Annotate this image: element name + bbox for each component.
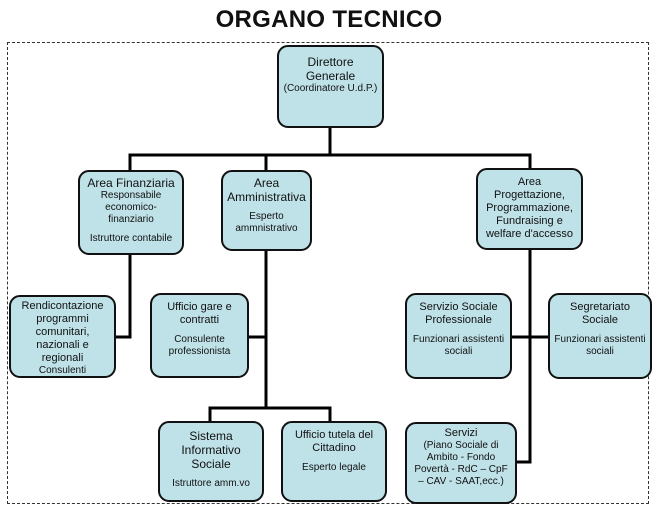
node-title: Ufficio gare e contratti — [167, 301, 232, 326]
node-ufficio-tutela: Ufficio tutela del Cittadino Esperto leg… — [281, 421, 387, 502]
node-title: Direttore Generale — [305, 55, 356, 83]
node-subtitle: Consulenti — [38, 365, 87, 376]
node-subtitle: Consulente professionista — [168, 334, 231, 357]
node-subtitle: Funzionari assistenti sociali — [554, 334, 646, 357]
node-direttore-generale: Direttore Generale (Coordinatore U.d.P.) — [277, 45, 384, 128]
node-servizio-sociale-professionale: Servizio Sociale Professionale Funzionar… — [405, 293, 512, 379]
node-title: Servizio Sociale Professionale — [419, 301, 498, 326]
node-title: Area Finanziaria — [87, 176, 175, 190]
page-title: ORGANO TECNICO — [215, 6, 443, 33]
node-subtitle: Istruttore contabile — [89, 233, 173, 244]
node-subtitle: Istruttore amm.vo — [172, 478, 250, 489]
node-area-amministrativa: Area Amministrativa Esperto ammnistrativ… — [221, 170, 312, 251]
node-title: Area Amministrativa — [227, 176, 306, 204]
node-subtitle: Responsabile economico-finanziario — [100, 190, 162, 225]
node-subtitle: Esperto ammnistrativo — [235, 211, 298, 234]
node-subtitle: (Piano Sociale di Ambito - Fondo Povertà… — [414, 440, 508, 487]
node-sistema-informativo: Sistema Informativo Sociale Istruttore a… — [158, 421, 264, 502]
node-title: Segretariato Sociale — [570, 301, 630, 326]
node-subtitle: (Coordinatore U.d.P.) — [283, 83, 378, 94]
node-servizi: Servizi (Piano Sociale di Ambito - Fondo… — [405, 422, 517, 504]
node-ufficio-gare: Ufficio gare e contratti Consulente prof… — [150, 293, 249, 378]
node-title: Area Progettazione, Programmazione, Fund… — [485, 176, 574, 240]
node-segretariato-sociale: Segretariato Sociale Funzionari assisten… — [548, 293, 652, 379]
node-title: Ufficio tutela del Cittadino — [294, 429, 374, 454]
node-subtitle: Esperto legale — [302, 462, 366, 473]
dashed-frame — [7, 42, 649, 504]
node-title: Servizi — [444, 427, 478, 439]
node-title: Rendicontazione programmi comunitari, na… — [21, 300, 104, 364]
node-subtitle: Funzionari assistenti sociali — [412, 334, 505, 357]
node-area-finanziaria: Area Finanziaria Responsabile economico-… — [78, 170, 184, 255]
node-rendicontazione: Rendicontazione programmi comunitari, na… — [9, 295, 116, 378]
node-area-progettazione: Area Progettazione, Programmazione, Fund… — [476, 168, 583, 250]
node-title: Sistema Informativo Sociale — [181, 429, 241, 471]
